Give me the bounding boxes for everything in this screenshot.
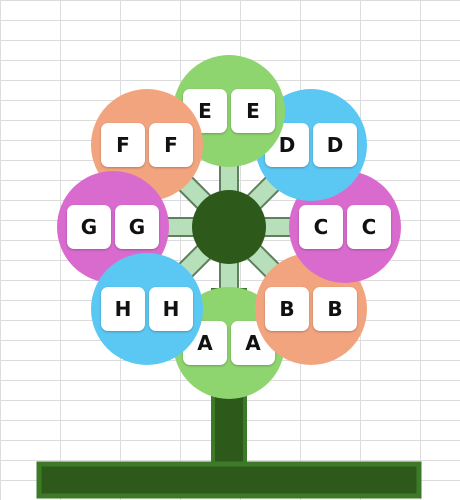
letter-tile[interactable]: C xyxy=(347,205,391,249)
letter-tile[interactable]: D xyxy=(313,122,358,167)
letter-tile[interactable]: G xyxy=(67,205,111,249)
letter-tile[interactable]: B xyxy=(313,287,358,332)
letter-tile[interactable]: G xyxy=(115,205,159,249)
letter-tile[interactable]: C xyxy=(299,205,343,249)
letter-tile[interactable]: F xyxy=(100,122,145,167)
letter-tile[interactable]: E xyxy=(231,89,275,133)
letter-tile[interactable]: F xyxy=(148,122,193,167)
ground-base xyxy=(36,461,422,499)
letter-tile[interactable]: H xyxy=(100,287,145,332)
letter-tile[interactable]: B xyxy=(265,287,310,332)
wheel-hub xyxy=(192,190,266,264)
letter-tile[interactable]: H xyxy=(148,287,193,332)
